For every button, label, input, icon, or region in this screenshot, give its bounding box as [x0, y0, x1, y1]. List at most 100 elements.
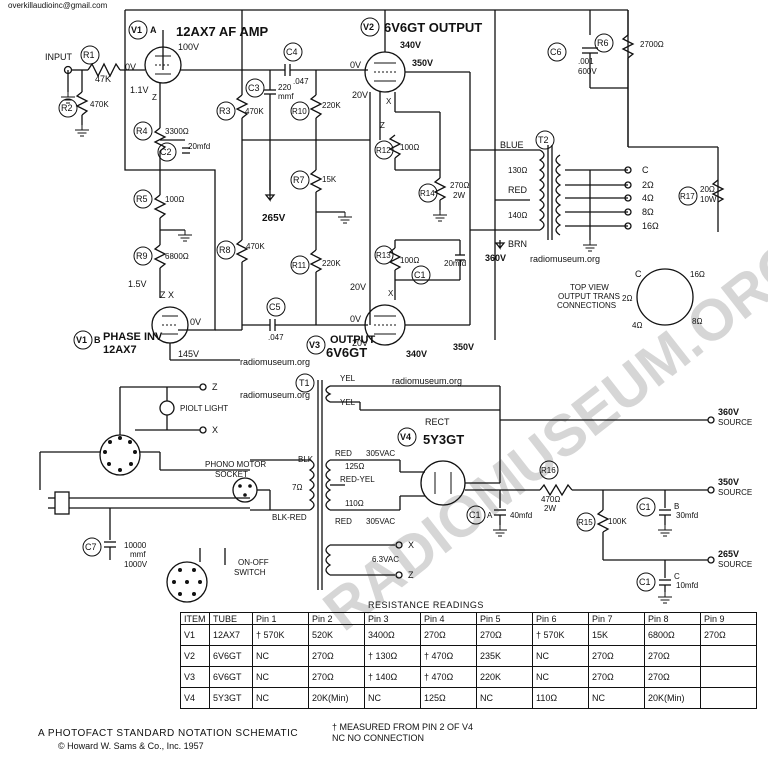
r7-resistor — [309, 169, 323, 193]
svg-text:340V: 340V — [406, 349, 427, 359]
svg-text:10W: 10W — [700, 195, 717, 204]
svg-text:2700Ω: 2700Ω — [640, 40, 664, 49]
svg-text:100K: 100K — [608, 517, 627, 526]
left-frame-wire — [124, 10, 216, 331]
header-pin5: Pin 5 — [476, 612, 533, 625]
svg-text:C: C — [674, 572, 680, 581]
svg-text:radiomuseum.org: radiomuseum.org — [240, 357, 310, 367]
r13-resistor — [388, 247, 402, 271]
svg-text:BLK-RED: BLK-RED — [272, 513, 307, 522]
svg-text:R1: R1 — [83, 50, 95, 60]
svg-text:47K: 47K — [95, 74, 111, 84]
svg-text:10000: 10000 — [124, 541, 147, 550]
header-pin3: Pin 3 — [364, 612, 421, 625]
svg-text:220: 220 — [278, 83, 292, 92]
svg-text:0V: 0V — [350, 314, 361, 324]
svg-text:X: X — [386, 97, 392, 106]
diagonal-watermark: RADIOMUSEUM.ORG — [312, 227, 768, 643]
svg-text:radiomuseum.org: radiomuseum.org — [530, 254, 600, 264]
svg-text:600V: 600V — [578, 67, 597, 76]
svg-text:CONNECTIONS: CONNECTIONS — [557, 301, 616, 310]
svg-text:470K: 470K — [90, 100, 109, 109]
svg-text:RED: RED — [335, 449, 352, 458]
svg-text:12AX7: 12AX7 — [103, 344, 137, 356]
r15-resistor — [596, 509, 610, 533]
header-pin9: Pin 9 — [700, 612, 757, 625]
svg-text:TOP VIEW: TOP VIEW — [570, 283, 609, 292]
svg-text:C2: C2 — [160, 147, 172, 157]
r2-resistor — [75, 91, 89, 116]
svg-text:SOURCE: SOURCE — [718, 418, 752, 427]
svg-text:6V6GT: 6V6GT — [326, 345, 367, 360]
svg-text:145V: 145V — [178, 349, 199, 359]
svg-text:B: B — [94, 335, 101, 345]
svg-text:0V: 0V — [190, 317, 201, 327]
svg-text:R16: R16 — [541, 466, 556, 475]
on-off-switch[interactable] — [166, 561, 208, 603]
svg-text:2W: 2W — [544, 504, 556, 513]
svg-text:radiomuseum.org: radiomuseum.org — [392, 376, 462, 386]
tap-16: 16Ω — [642, 221, 659, 231]
svg-text:5Y3GT: 5Y3GT — [423, 432, 464, 447]
svg-text:V1: V1 — [131, 25, 142, 35]
svg-text:470Ω: 470Ω — [541, 495, 560, 504]
svg-text:1.1V: 1.1V — [130, 85, 149, 95]
svg-text:C1: C1 — [639, 577, 651, 587]
svg-text:OUTPUT: OUTPUT — [330, 334, 376, 346]
svg-text:RED: RED — [335, 517, 352, 526]
svg-text:Z: Z — [408, 570, 414, 580]
svg-text:340V: 340V — [400, 40, 421, 50]
svg-text:.047: .047 — [293, 77, 309, 86]
t2-primary — [538, 149, 545, 231]
svg-text:SOURCE: SOURCE — [718, 560, 752, 569]
r10-resistor — [309, 94, 323, 119]
svg-text:R9: R9 — [136, 251, 148, 261]
svg-text:R3: R3 — [219, 106, 231, 116]
svg-text:470K: 470K — [245, 107, 264, 116]
svg-text:R13: R13 — [376, 251, 391, 260]
r12-resistor — [388, 134, 402, 159]
svg-text:R12: R12 — [376, 146, 391, 155]
svg-text:350V: 350V — [453, 342, 474, 352]
svg-text:220K: 220K — [322, 101, 341, 110]
header-pin7: Pin 7 — [588, 612, 645, 625]
header-tube: TUBE — [209, 612, 253, 625]
svg-text:140Ω: 140Ω — [508, 211, 527, 220]
svg-text:C7: C7 — [85, 542, 97, 552]
svg-text:20mfd: 20mfd — [444, 259, 466, 268]
svg-text:130Ω: 130Ω — [508, 166, 527, 175]
tap-4: 4Ω — [642, 193, 654, 203]
svg-text:T2: T2 — [538, 135, 549, 145]
svg-text:ON-OFF: ON-OFF — [238, 558, 269, 567]
svg-text:350V: 350V — [412, 58, 433, 68]
tap-2: 2Ω — [642, 180, 654, 190]
svg-text:RED: RED — [508, 185, 528, 195]
svg-text:T1: T1 — [299, 378, 310, 388]
svg-text:20mfd: 20mfd — [188, 142, 210, 151]
r5-resistor — [153, 194, 167, 219]
svg-text:10mfd: 10mfd — [676, 581, 698, 590]
svg-text:8Ω: 8Ω — [692, 317, 702, 326]
ac-plug-icon — [54, 491, 70, 515]
v2-name: 6V6GT OUTPUT — [384, 20, 482, 35]
svg-text:20V: 20V — [350, 282, 366, 292]
svg-text:305VAC: 305VAC — [366, 517, 395, 526]
header-pin4: Pin 4 — [420, 612, 477, 625]
resistance-table-title: RESISTANCE READINGS — [368, 600, 484, 610]
svg-text:C6: C6 — [550, 47, 562, 57]
r17-resistor — [711, 179, 725, 203]
svg-text:R6: R6 — [597, 38, 609, 48]
svg-text:1000V: 1000V — [124, 560, 148, 569]
svg-text:100V: 100V — [178, 42, 199, 52]
svg-text:100Ω: 100Ω — [400, 256, 419, 265]
svg-text:2Ω: 2Ω — [622, 294, 632, 303]
r16-resistor — [539, 483, 573, 497]
svg-text:YEL: YEL — [340, 374, 356, 383]
svg-text:265V: 265V — [718, 549, 739, 559]
svg-text:BRN: BRN — [508, 239, 527, 249]
r11-resistor — [309, 249, 323, 273]
